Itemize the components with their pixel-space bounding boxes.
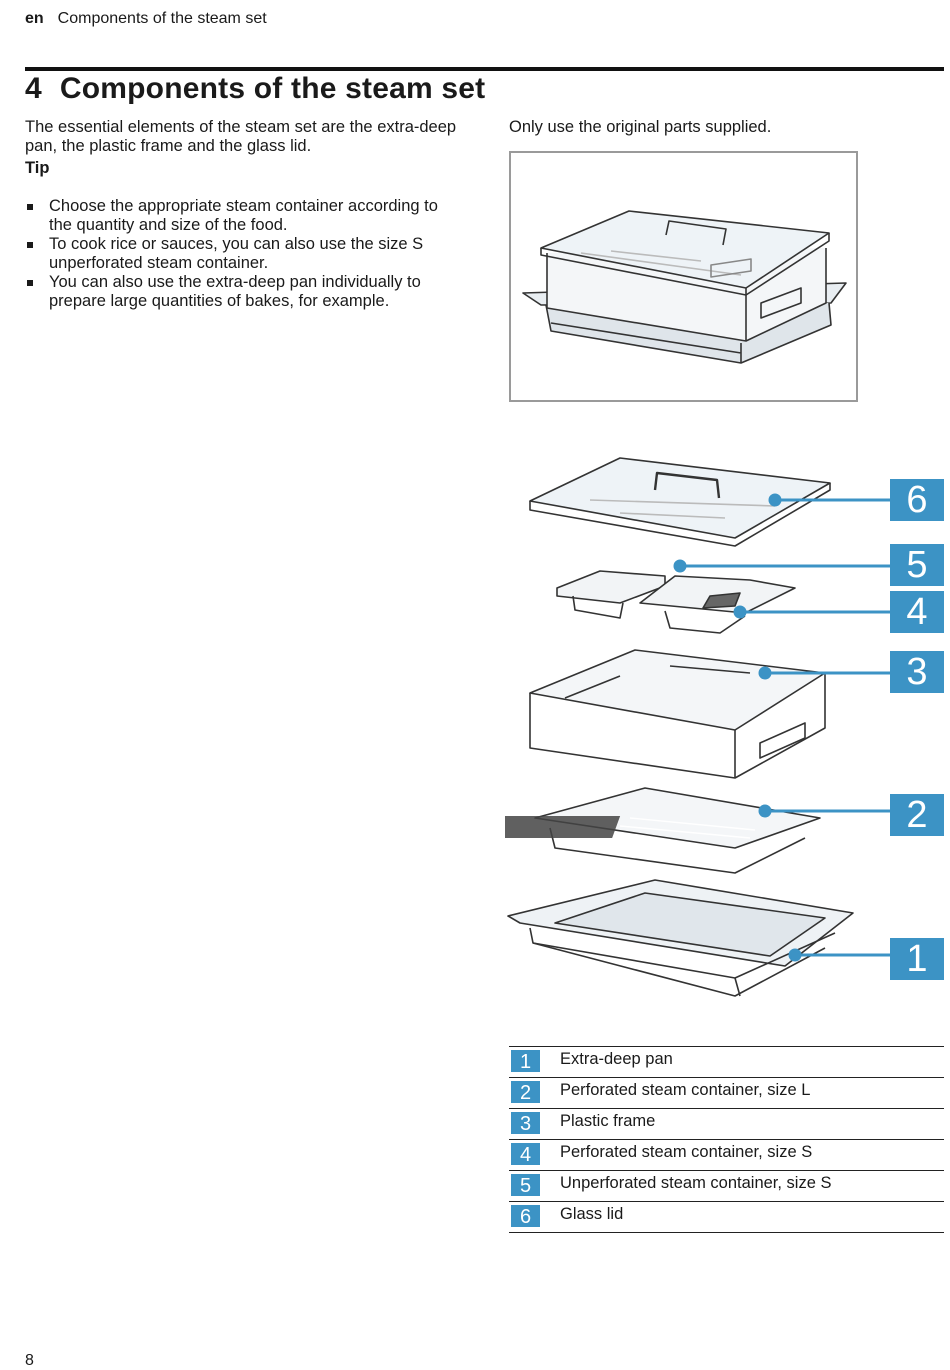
- plastic-frame-shape: [529, 649, 826, 731]
- legend-label: Unperforated steam container, size S: [560, 1174, 832, 1192]
- tip-item: To cook rice or sauces, you can also use…: [25, 235, 465, 273]
- legend-row: 2 Perforated steam container, size L: [509, 1077, 944, 1108]
- callout-1: 1: [890, 938, 944, 980]
- tip-list: Choose the appropriate steam container a…: [25, 197, 465, 311]
- legend-label: Glass lid: [560, 1205, 624, 1223]
- header-section: Components of the steam set: [57, 10, 267, 27]
- legend-label: Perforated steam container, size S: [560, 1143, 813, 1161]
- legend-number: 3: [511, 1112, 540, 1135]
- legend-number: 1: [511, 1050, 540, 1073]
- bullet-square-icon: [27, 280, 33, 286]
- assembled-steam-set-image: [509, 151, 858, 402]
- legend-label: Perforated steam container, size L: [560, 1081, 811, 1099]
- legend-row: 1 Extra-deep pan: [509, 1046, 944, 1077]
- legend-label: Extra-deep pan: [560, 1050, 673, 1068]
- bullet-square-icon: [27, 242, 33, 248]
- exploded-components-diagram: 6 5 4 3 2 1: [462, 418, 950, 1028]
- legend-number: 4: [511, 1143, 540, 1166]
- original-parts-note: Only use the original parts supplied.: [509, 118, 772, 136]
- running-header: en Components of the steam set: [25, 10, 267, 28]
- header-rule: [25, 67, 944, 71]
- tip-label: Tip: [25, 159, 50, 177]
- legend-number: 2: [511, 1081, 540, 1104]
- tip-item: Choose the appropriate steam container a…: [25, 197, 465, 235]
- header-language: en: [25, 10, 44, 27]
- bullet-square-icon: [27, 204, 33, 210]
- callout-3: 3: [890, 651, 944, 693]
- leader-lines: [673, 493, 890, 962]
- exploded-components-drawing: [462, 457, 890, 997]
- chapter-title: Components of the steam set: [59, 72, 486, 105]
- chapter-number: 4: [25, 72, 42, 105]
- tip-item: You can also use the extra-deep pan indi…: [25, 273, 465, 311]
- page-number: 8: [25, 1352, 34, 1369]
- legend-number: 5: [511, 1174, 540, 1197]
- callout-5: 5: [890, 544, 944, 586]
- tip-item-text: Choose the appropriate steam container a…: [49, 197, 438, 234]
- tip-item-text: To cook rice or sauces, you can also use…: [49, 235, 424, 272]
- legend-row: 6 Glass lid: [509, 1201, 944, 1233]
- legend-row: 5 Unperforated steam container, size S: [509, 1170, 944, 1201]
- callout-6: 6: [890, 479, 944, 521]
- callout-2: 2: [890, 794, 944, 836]
- perforated-large-container-shape: [534, 787, 821, 849]
- legend-row: 3 Plastic frame: [509, 1108, 944, 1139]
- tip-item-text: You can also use the extra-deep pan indi…: [49, 273, 421, 310]
- legend-row: 4 Perforated steam container, size S: [509, 1139, 944, 1170]
- legend-label: Plastic frame: [560, 1112, 656, 1130]
- assembled-steam-set-drawing: [522, 210, 847, 364]
- legend-number: 6: [511, 1205, 540, 1228]
- callout-4: 4: [890, 591, 944, 633]
- intro-paragraph: The essential elements of the steam set …: [25, 118, 457, 155]
- page-title: 4 Components of the steam set: [25, 72, 485, 106]
- glass-lid-shape: [529, 457, 831, 539]
